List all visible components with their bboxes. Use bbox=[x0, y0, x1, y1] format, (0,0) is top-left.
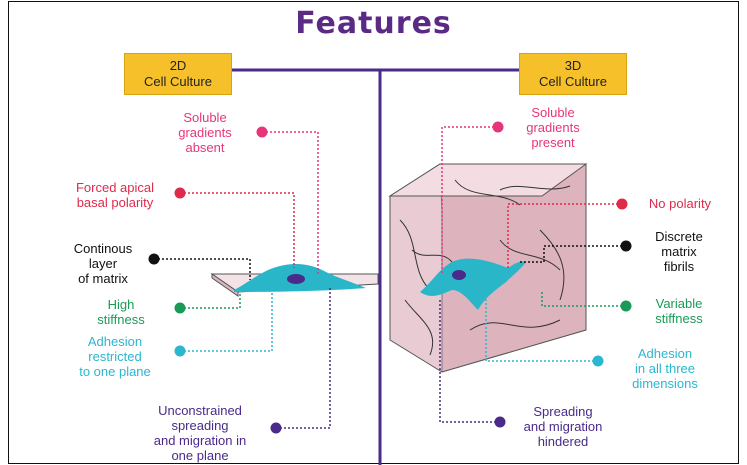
label-unconstrained-spreading: Unconstrained spreading and migration in… bbox=[130, 403, 270, 463]
3d-header-line1: 3D bbox=[520, 58, 626, 74]
label-adhesion-all-three-dimensions: Adhesion in all three dimensions bbox=[610, 346, 720, 391]
label-no-polarity: No polarity bbox=[630, 196, 730, 211]
3d-header-line2: Cell Culture bbox=[520, 74, 626, 90]
3d-header-box: 3D Cell Culture bbox=[519, 53, 627, 95]
label-discrete-matrix-fibrils: Discrete matrix fibrils bbox=[634, 229, 724, 274]
label-soluble-gradients-absent: Soluble gradients absent bbox=[160, 110, 250, 155]
2d-header-line2: Cell Culture bbox=[125, 74, 231, 90]
2d-header-line1: 2D bbox=[125, 58, 231, 74]
label-continous-layer-of-matrix: Continous layer of matrix bbox=[58, 241, 148, 286]
label-soluble-gradients-present: Soluble gradients present bbox=[508, 105, 598, 150]
label-variable-stiffness: Variable stiffness bbox=[634, 296, 724, 326]
2d-header-box: 2D Cell Culture bbox=[124, 53, 232, 95]
label-spreading-migration-hindered: Spreading and migration hindered bbox=[508, 404, 618, 449]
label-adhesion-restricted: Adhesion restricted to one plane bbox=[58, 334, 172, 379]
label-forced-apical-basal-polarity: Forced apical basal polarity bbox=[58, 180, 172, 210]
figure-title: Features bbox=[0, 6, 747, 41]
label-high-stiffness: High stiffness bbox=[76, 297, 166, 327]
